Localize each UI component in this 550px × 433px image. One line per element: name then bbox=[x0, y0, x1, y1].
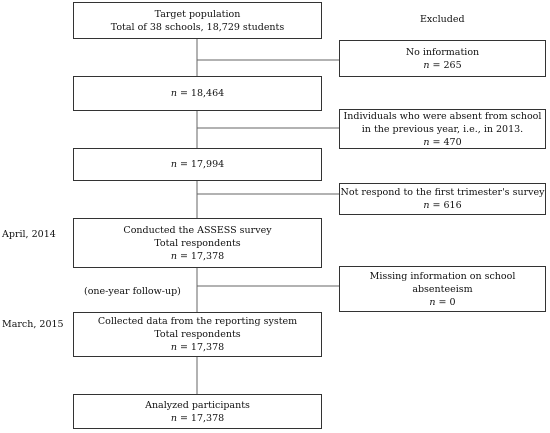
absent-line1: Individuals who were absent from school bbox=[343, 110, 542, 122]
not-respond-count: n = 616 bbox=[423, 199, 461, 212]
march-2015-label: March, 2015 bbox=[2, 319, 64, 330]
no-info-count: n = 265 bbox=[423, 59, 461, 72]
n-symbol: n bbox=[429, 296, 436, 308]
april-2014-label: April, 2014 bbox=[2, 229, 56, 240]
n-symbol: n bbox=[170, 159, 177, 170]
excluded-missing-box: Missing information on school absenteeis… bbox=[339, 266, 546, 312]
excluded-no-info-box: No information n = 265 bbox=[339, 40, 546, 77]
n-value: = 17,378 bbox=[176, 412, 225, 424]
n-symbol: n bbox=[423, 136, 430, 148]
no-info-title: No information bbox=[405, 46, 480, 58]
survey-count: n = 17,378 bbox=[171, 250, 224, 263]
analyzed-participants-box: Analyzed participants n = 17,378 bbox=[73, 394, 322, 429]
n-value: = 265 bbox=[429, 59, 462, 71]
excluded-not-respond-box: Not respond to the first trimester's sur… bbox=[339, 183, 546, 215]
missing-line2: absenteeism bbox=[412, 283, 473, 295]
n-symbol: n bbox=[170, 88, 177, 99]
n-value: = 616 bbox=[429, 200, 462, 211]
analyzed-count: n = 17,378 bbox=[171, 412, 224, 425]
n-symbol: n bbox=[423, 59, 430, 71]
excluded-absent-box: Individuals who were absent from school … bbox=[339, 109, 546, 149]
analyzed-title: Analyzed participants bbox=[145, 399, 250, 411]
survey-title: Conducted the ASSESS survey bbox=[123, 224, 272, 236]
n-17994-count: n = 17,994 bbox=[171, 158, 224, 171]
collected-data-box: Collected data from the reporting system… bbox=[73, 312, 322, 357]
survey-subtitle: Total respondents bbox=[154, 237, 241, 249]
collected-subtitle: Total respondents bbox=[154, 329, 241, 340]
n-18464-box: n = 18,464 bbox=[73, 76, 322, 111]
n-value: = 17,994 bbox=[176, 159, 225, 170]
n-symbol: n bbox=[170, 250, 177, 262]
followup-label: (one-year follow-up) bbox=[84, 286, 181, 297]
n-symbol: n bbox=[170, 412, 177, 424]
n-symbol: n bbox=[423, 200, 430, 211]
collected-count: n = 17,378 bbox=[171, 341, 224, 354]
missing-line1: Missing information on school bbox=[369, 270, 516, 282]
collected-title: Collected data from the reporting system bbox=[97, 316, 298, 327]
missing-count: n = 0 bbox=[429, 296, 455, 309]
n-value: = 17,378 bbox=[176, 250, 225, 262]
n-value: = 0 bbox=[435, 296, 456, 308]
assess-survey-box: Conducted the ASSESS survey Total respon… bbox=[73, 218, 322, 268]
absent-line2: in the previous year, i.e., in 2013. bbox=[361, 123, 524, 135]
n-value: = 470 bbox=[429, 136, 462, 148]
not-respond-title: Not respond to the first trimester's sur… bbox=[340, 187, 545, 198]
excluded-header: Excluded bbox=[420, 14, 465, 25]
target-population-box: Target population Total of 38 schools, 1… bbox=[73, 2, 322, 39]
n-17994-box: n = 17,994 bbox=[73, 148, 322, 181]
n-value: = 17,378 bbox=[176, 342, 225, 353]
target-title: Target population bbox=[154, 8, 241, 20]
n-18464-count: n = 18,464 bbox=[171, 87, 224, 100]
target-detail: Total of 38 schools, 18,729 students bbox=[110, 21, 285, 33]
n-value: = 18,464 bbox=[176, 88, 225, 99]
n-symbol: n bbox=[170, 342, 177, 353]
absent-count: n = 470 bbox=[423, 136, 461, 149]
